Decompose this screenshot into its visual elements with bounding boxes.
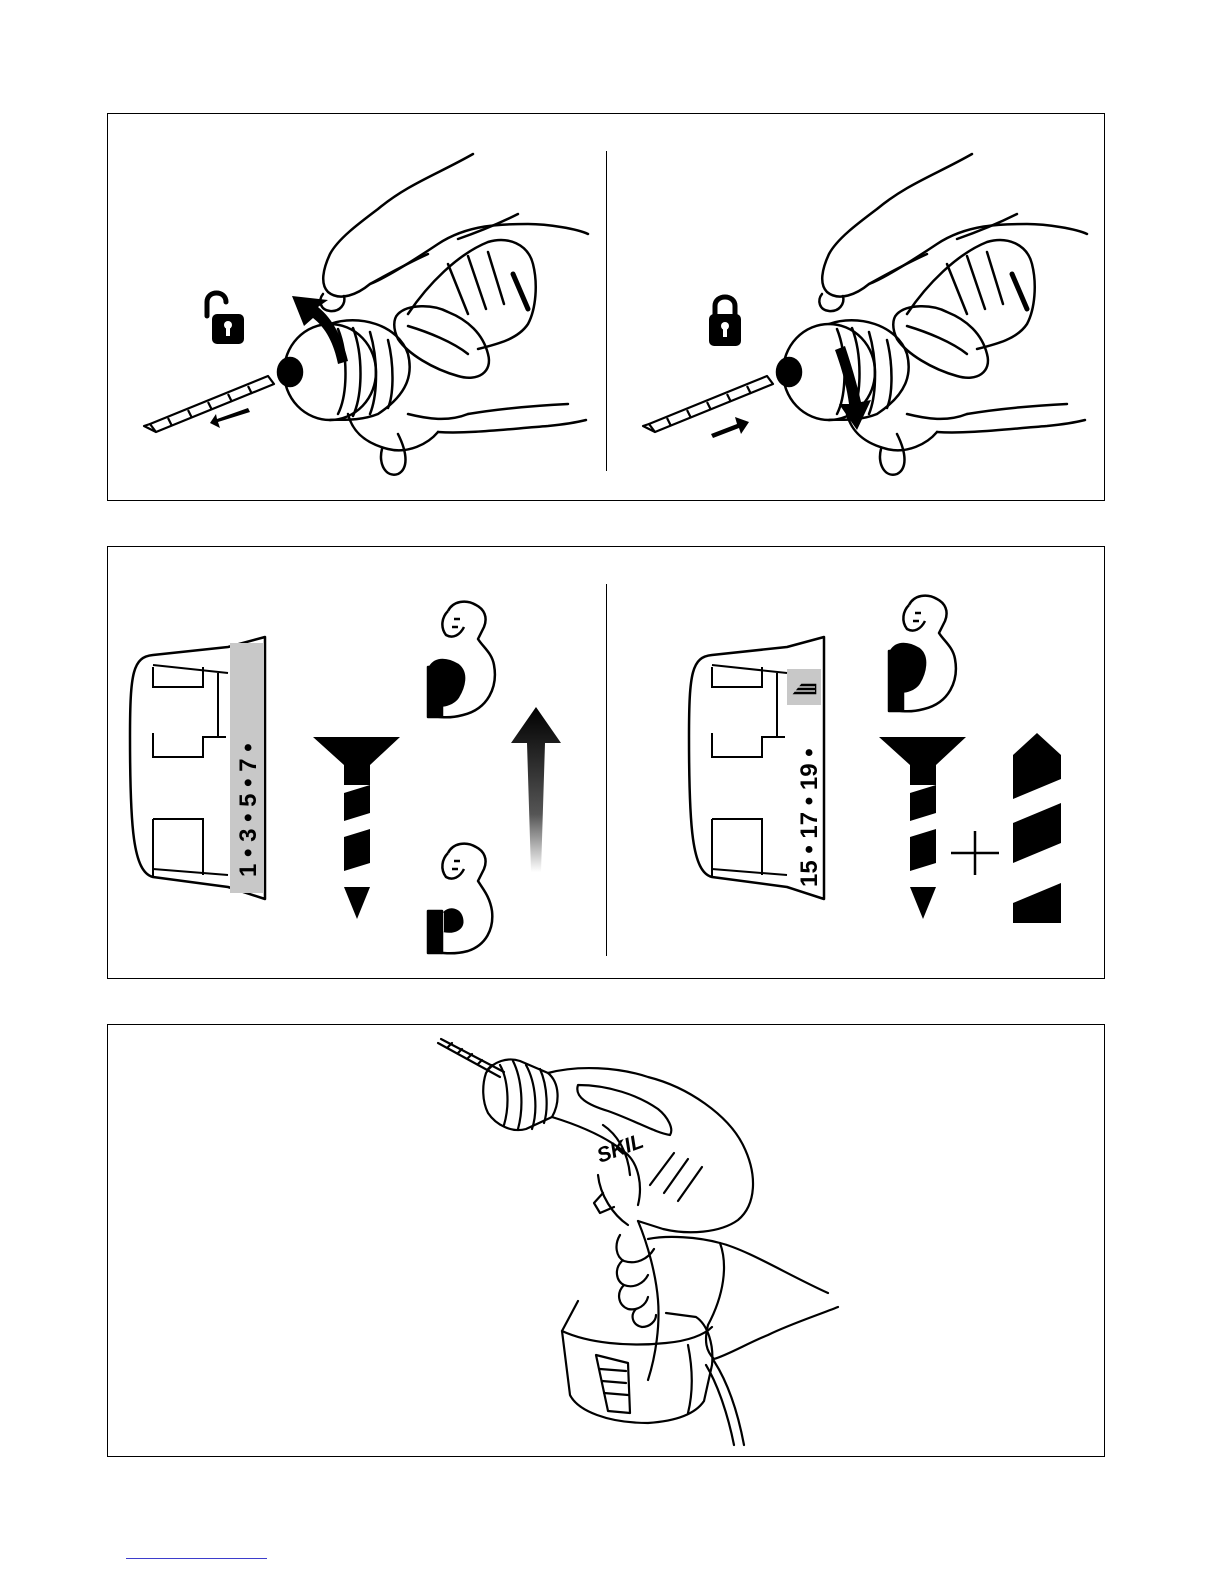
chuck-unlock-figure <box>108 114 606 500</box>
screw-icon <box>313 737 400 919</box>
drill-usage-panel: SKIL <box>107 1024 1105 1457</box>
torque-scale-label: 15 • 17 • 19 • <box>796 748 823 887</box>
flexed-arm-icon <box>889 596 956 712</box>
chuck-illustration-panel <box>107 113 1105 501</box>
weak-arm-icon <box>428 844 492 954</box>
drill-symbol-icon <box>879 733 1061 923</box>
increase-arrow-icon <box>511 707 561 872</box>
torque-scale-label: 1 • 3 • 5 • 7 • <box>235 743 262 877</box>
torque-illustration-panel: 1 • 3 • 5 • 7 • <box>107 546 1105 979</box>
flexed-arm-icon <box>428 602 495 718</box>
footer-rule <box>126 1558 267 1559</box>
torque-screw-figure: 1 • 3 • 5 • 7 • <box>108 547 606 978</box>
brand-logo: SKIL <box>594 1130 647 1168</box>
lock-icon <box>709 297 741 346</box>
unlock-icon <box>207 293 244 344</box>
torque-drill-figure: 15 • 17 • 19 • <box>607 547 1105 978</box>
chuck-lock-figure <box>607 114 1105 500</box>
torque-collar: 15 • 17 • 19 • <box>689 637 824 899</box>
drill-in-hand-figure: SKIL <box>108 1025 1106 1458</box>
torque-collar: 1 • 3 • 5 • 7 • <box>130 637 265 899</box>
